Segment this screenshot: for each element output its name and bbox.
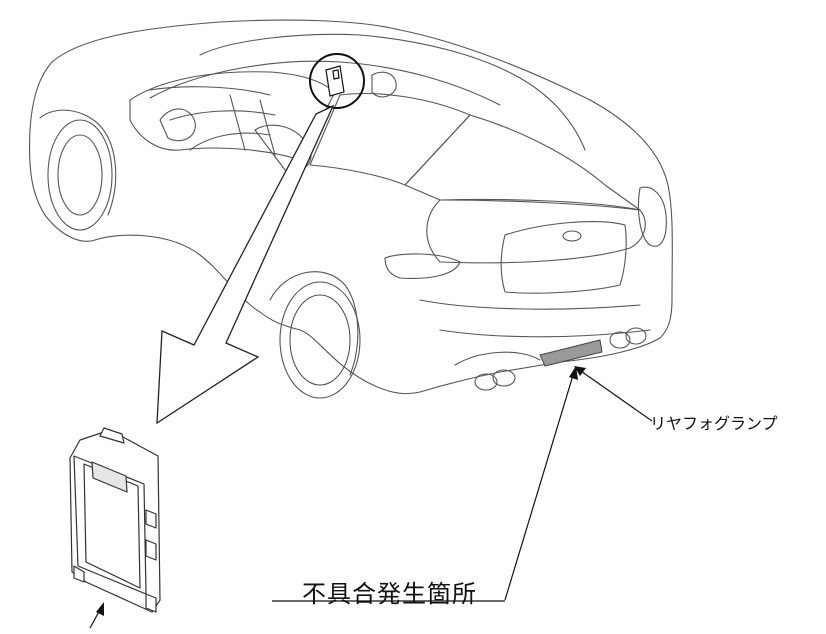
car-exhaust-left-outer xyxy=(474,373,498,391)
car-interior-dash xyxy=(149,86,276,156)
defect-location-label: 不具合発生箇所 xyxy=(302,580,477,608)
module-connector-2 xyxy=(145,539,157,561)
car-rear-bumper xyxy=(419,299,651,366)
arrowhead-rear-fog xyxy=(574,366,586,376)
module-label-recess xyxy=(91,461,128,493)
car-rear-wheel-arch xyxy=(269,271,359,376)
module-bottom-foot-left xyxy=(73,565,85,583)
module-top-tab xyxy=(99,427,125,444)
rear-fog-lamp-label: リヤフォグランプ xyxy=(650,414,778,433)
car-right-tail-light xyxy=(637,186,667,247)
arrowhead-defect xyxy=(569,366,578,380)
car-side-mirror xyxy=(371,71,397,98)
module-bottom-foot-right xyxy=(145,593,157,613)
location-circle xyxy=(309,53,365,109)
car-exhaust-right-outer xyxy=(609,331,631,349)
car-roof-inner xyxy=(149,60,501,106)
car-rear-window xyxy=(404,114,641,211)
car-exhaust-left-inner xyxy=(492,369,516,387)
car-roof xyxy=(199,33,586,151)
car-front-wheel-rim xyxy=(57,134,103,216)
control-unit-in-car xyxy=(325,65,345,97)
control-module-illustration xyxy=(69,427,161,613)
car-illustration xyxy=(28,19,673,399)
car-steering-wheel xyxy=(159,108,196,142)
arrowhead-module xyxy=(96,602,104,616)
car-front-wheel-arch xyxy=(39,109,117,216)
car-license-plate-recess xyxy=(500,221,627,294)
car-front-wheel xyxy=(47,119,113,231)
car-exhaust-right-inner xyxy=(625,327,647,345)
car-trunk-lid xyxy=(426,198,646,264)
car-body-outline xyxy=(28,19,673,395)
car-left-tail-light xyxy=(384,253,461,279)
leader-line-rear-fog xyxy=(577,368,653,422)
zoom-arrow xyxy=(156,104,335,425)
leader-line-defect xyxy=(504,371,575,601)
car-rear-wheel xyxy=(279,281,361,399)
car-rear-wheel-rim xyxy=(289,294,351,386)
car-emblem xyxy=(562,230,582,242)
module-connector-1 xyxy=(145,509,157,529)
leader-lines xyxy=(89,366,653,629)
rear-fog-lamp-highlight xyxy=(539,339,603,367)
